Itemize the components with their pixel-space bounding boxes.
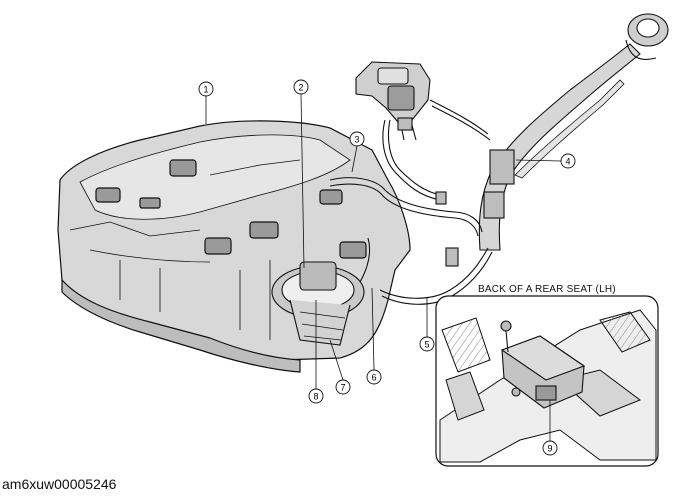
svg-text:3: 3 bbox=[354, 135, 359, 145]
fuel-tank bbox=[57, 120, 411, 373]
fuel-pump-control-module bbox=[500, 320, 586, 409]
svg-text:7: 7 bbox=[340, 383, 345, 393]
svg-text:5: 5 bbox=[424, 340, 429, 350]
callout-6: 6 bbox=[366, 287, 382, 385]
inset-title: BACK OF A REAR SEAT (LH) bbox=[478, 284, 616, 295]
callout-8: 8 bbox=[308, 300, 324, 404]
callout-7: 7 bbox=[329, 339, 351, 395]
svg-text:2: 2 bbox=[298, 83, 303, 93]
svg-text:1: 1 bbox=[203, 85, 208, 95]
callout-9: 9 bbox=[542, 400, 558, 456]
callout-2: 2 bbox=[293, 79, 309, 269]
callout-3: 3 bbox=[349, 131, 365, 173]
fuel-pump-unit bbox=[271, 261, 365, 346]
svg-text:9: 9 bbox=[547, 444, 552, 454]
image-id: am6xuw00005246 bbox=[2, 476, 117, 492]
evaporative-canister bbox=[355, 61, 431, 141]
inset-panel bbox=[435, 295, 659, 467]
callout-4: 4 bbox=[515, 153, 576, 169]
svg-text:4: 4 bbox=[565, 157, 570, 167]
callout-5: 5 bbox=[419, 298, 435, 352]
callout-1: 1 bbox=[198, 81, 214, 124]
fuel-hoses bbox=[329, 99, 493, 305]
svg-text:8: 8 bbox=[313, 392, 318, 402]
fuel-filler-pipe bbox=[478, 13, 669, 251]
svg-text:6: 6 bbox=[371, 373, 376, 383]
